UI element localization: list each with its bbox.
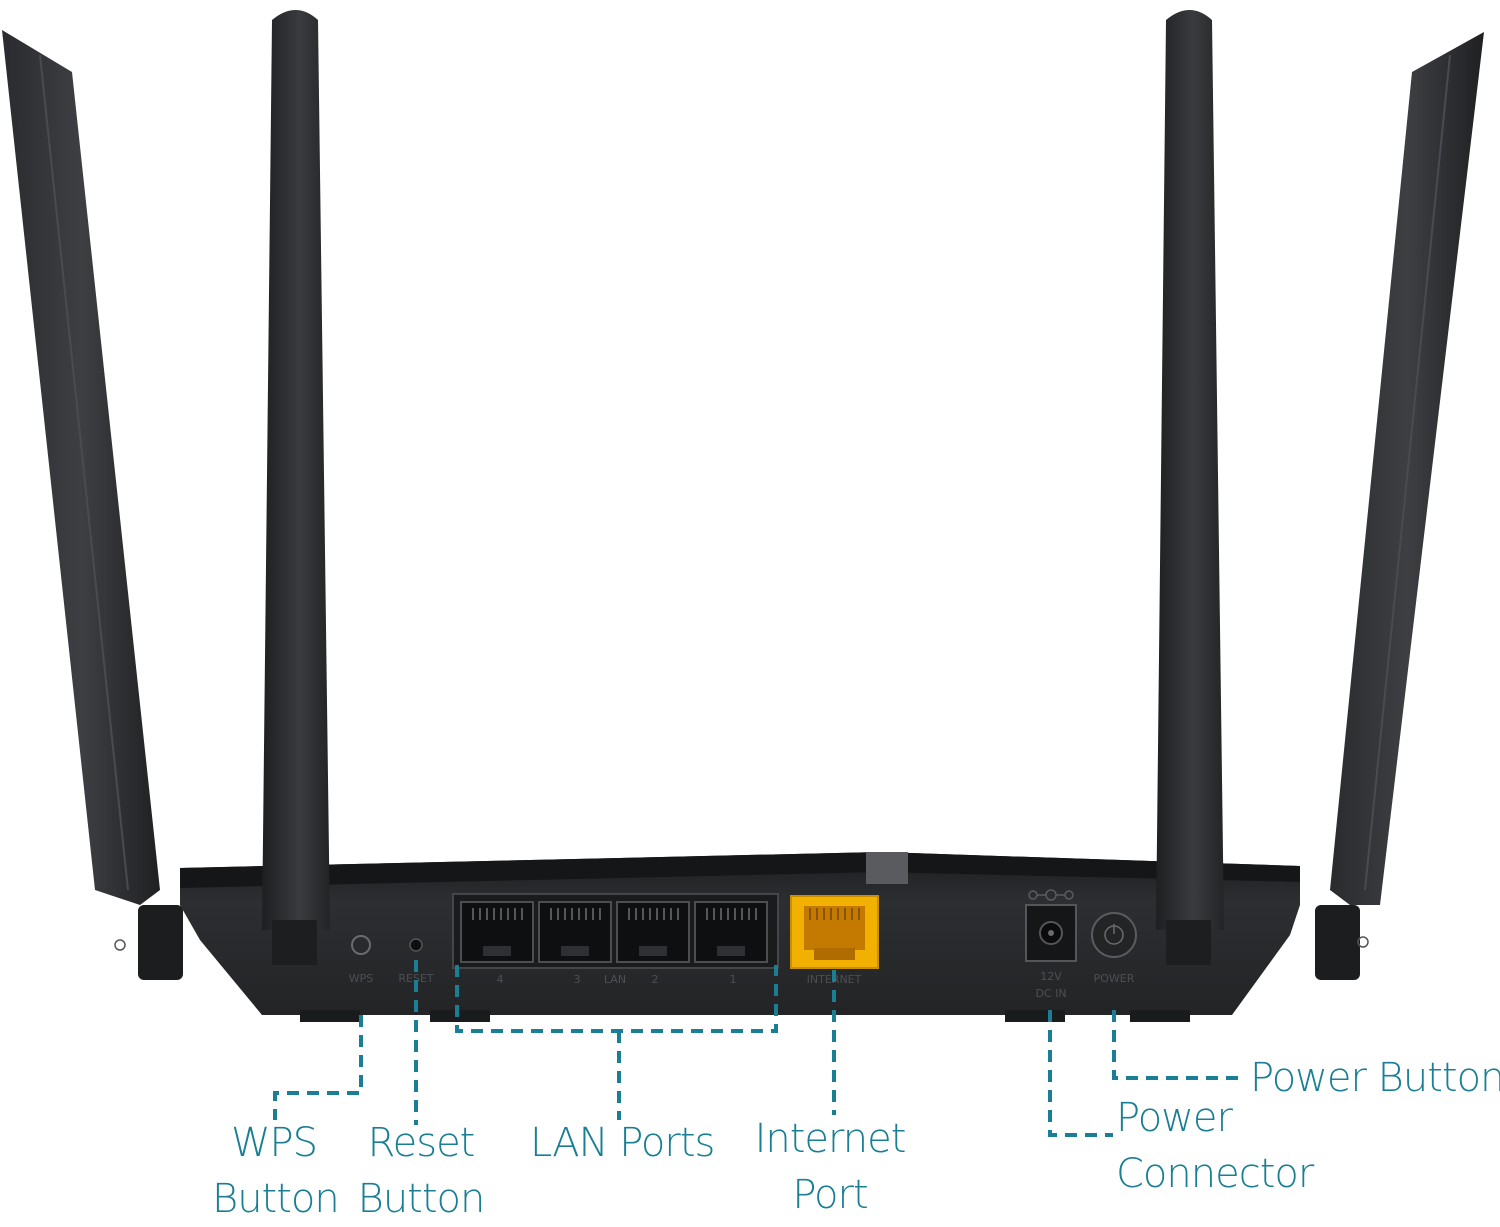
reset-callout-line2: Button	[357, 1176, 486, 1222]
lan-leader-bracket	[455, 965, 778, 1033]
internet-callout-line1: Internet	[754, 1116, 907, 1162]
left-outer-antenna	[2, 30, 183, 980]
power-button-leader-line	[1112, 1010, 1245, 1080]
right-inner-antenna	[1156, 10, 1224, 965]
power-connector-callout-line1: Power	[1116, 1095, 1233, 1141]
dc-in-label: DC IN	[1035, 987, 1066, 1000]
wps-button-callout: WPS Button	[212, 1115, 340, 1227]
wps-callout-line1: WPS	[230, 1120, 318, 1166]
wps-port-label: WPS	[349, 972, 374, 985]
lan-label: LAN	[604, 973, 626, 986]
power-button-label: POWER	[1094, 972, 1135, 985]
lan-3-label: 3	[574, 973, 581, 986]
reset-button-icon[interactable]	[409, 938, 423, 952]
reset-button-callout: Reset Button	[354, 1115, 488, 1227]
power-connector-icon[interactable]	[1025, 904, 1077, 962]
polarity-symbol-icon	[1028, 889, 1074, 901]
right-outer-antenna	[1315, 32, 1484, 980]
internet-callout-line2: Port	[792, 1172, 868, 1218]
left-inner-antenna	[262, 10, 330, 965]
power-connector-leader-line	[1048, 1010, 1113, 1137]
power-button-callout: Power Button	[1250, 1050, 1500, 1106]
power-button-icon[interactable]	[1091, 912, 1137, 958]
internet-port-callout: Internet Port	[752, 1111, 908, 1223]
power-button-callout-text: Power Button	[1250, 1055, 1500, 1101]
lan-port-1-icon[interactable]	[694, 901, 768, 963]
voltage-label: 12V	[1040, 970, 1062, 983]
lan-callout-text: LAN Ports	[530, 1120, 715, 1166]
lan-port-2-icon[interactable]	[616, 901, 690, 963]
callout-leader-lines	[273, 960, 1245, 1137]
reset-callout-line1: Reset	[367, 1120, 476, 1166]
lan-ports-callout: LAN Ports	[530, 1115, 715, 1171]
lan-4-label: 4	[497, 973, 504, 986]
wps-callout-line2: Button	[212, 1176, 340, 1222]
lan-1-label: 1	[730, 973, 737, 986]
internet-port[interactable]	[790, 895, 879, 969]
wps-button-icon[interactable]	[351, 935, 371, 955]
wps-leader-line	[273, 1015, 363, 1120]
reset-port-label: RESET	[398, 972, 434, 985]
lan-2-label: 2	[652, 973, 659, 986]
lan-port-4-icon[interactable]	[460, 901, 534, 963]
lan-port-3-icon[interactable]	[538, 901, 612, 963]
power-connector-callout-line2: Connector	[1116, 1151, 1314, 1197]
power-connector-callout: Power Connector	[1116, 1090, 1314, 1202]
